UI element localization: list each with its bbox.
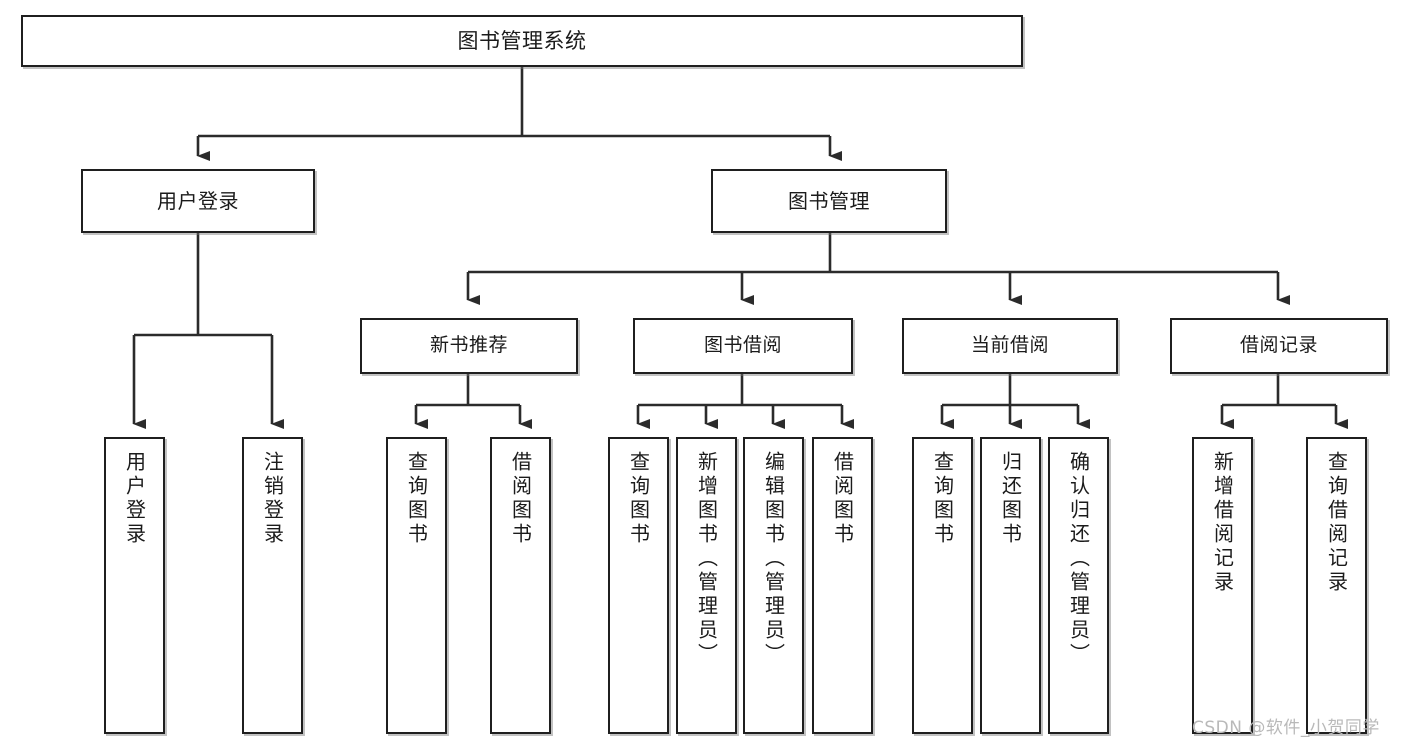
node-label: 用户登录 <box>157 188 239 213</box>
csdn-watermark: CSDN @软件_小贺同学 <box>1192 718 1380 738</box>
node-borrow-record[interactable]: 借阅记录 <box>1170 318 1388 374</box>
leaf-recommend-borrow-book[interactable]: 借阅图书 <box>490 437 551 734</box>
leaf-current-query-book[interactable]: 查询图书 <box>912 437 973 734</box>
leaf-user-login-signout[interactable]: 注销登录 <box>242 437 303 734</box>
leaf-current-confirm-return[interactable]: 确认归还（管理员） <box>1048 437 1109 734</box>
node-label: 新增借阅记录 <box>1210 451 1235 595</box>
node-label: 查询图书 <box>626 451 651 547</box>
leaf-borrow-query-book[interactable]: 查询图书 <box>608 437 669 734</box>
node-label: 用户登录 <box>122 451 147 547</box>
node-label: 查询图书 <box>930 451 955 547</box>
node-label: 借阅记录 <box>1239 334 1318 357</box>
node-label: 图书管理系统 <box>457 28 587 53</box>
node-new-book-recommend[interactable]: 新书推荐 <box>360 318 578 374</box>
node-book-management[interactable]: 图书管理 <box>711 169 947 233</box>
node-label: 图书管理 <box>788 188 870 213</box>
leaf-borrow-borrow-book[interactable]: 借阅图书 <box>812 437 873 734</box>
leaf-current-return-book[interactable]: 归还图书 <box>980 437 1041 734</box>
node-label: 查询图书 <box>404 451 429 547</box>
node-label: 新书推荐 <box>429 334 508 357</box>
node-label: 图书借阅 <box>703 334 782 357</box>
node-label: 归还图书 <box>998 451 1023 547</box>
leaf-record-query-record[interactable]: 查询借阅记录 <box>1306 437 1367 734</box>
node-label: 新增图书（管理员） <box>694 451 719 667</box>
node-user-login[interactable]: 用户登录 <box>81 169 315 233</box>
leaf-recommend-query-book[interactable]: 查询图书 <box>386 437 447 734</box>
node-book-borrow[interactable]: 图书借阅 <box>633 318 853 374</box>
node-current-borrow[interactable]: 当前借阅 <box>902 318 1118 374</box>
leaf-record-add-record[interactable]: 新增借阅记录 <box>1192 437 1253 734</box>
node-root-system[interactable]: 图书管理系统 <box>21 15 1023 67</box>
leaf-borrow-add-book[interactable]: 新增图书（管理员） <box>676 437 737 734</box>
node-label: 借阅图书 <box>830 451 855 547</box>
node-label: 确认归还（管理员） <box>1066 451 1091 667</box>
leaf-borrow-edit-book[interactable]: 编辑图书（管理员） <box>743 437 804 734</box>
node-label: 借阅图书 <box>508 451 533 547</box>
node-label: 查询借阅记录 <box>1324 451 1349 595</box>
node-label: 编辑图书（管理员） <box>761 451 786 667</box>
node-label: 注销登录 <box>260 451 285 547</box>
leaf-user-login-signin[interactable]: 用户登录 <box>104 437 165 734</box>
node-label: 当前借阅 <box>970 334 1049 357</box>
